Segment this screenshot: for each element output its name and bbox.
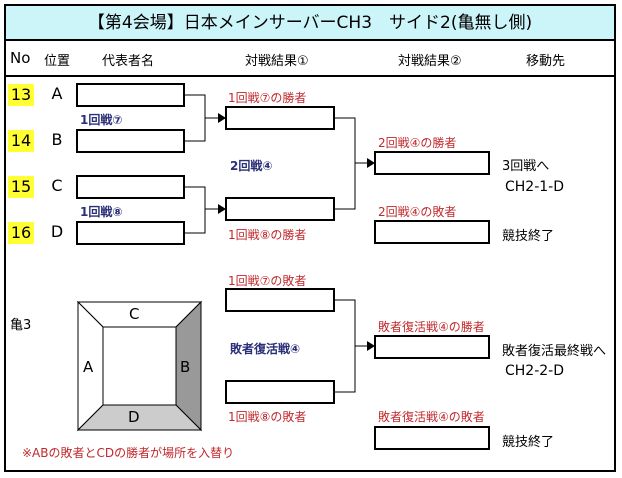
kame-side-c-label: C xyxy=(129,305,140,323)
arrow-icon xyxy=(218,204,226,214)
page-title: 【第4会場】日本メインサーバーCH3 サイド2(亀無し側) xyxy=(87,13,533,33)
entry-no-badge: 13 xyxy=(8,84,34,106)
representative-name-field-c[interactable] xyxy=(76,175,185,199)
header-divider xyxy=(6,75,614,77)
repechage-winner-field[interactable] xyxy=(374,335,490,359)
winner-field-2[interactable] xyxy=(225,197,335,221)
final-loser-label: 2回戦④の敗者 xyxy=(378,205,457,219)
repechage-winner-label: 敗者復活戦④の勝者 xyxy=(378,320,485,334)
connector-repechage xyxy=(335,299,356,393)
final-winner-field[interactable] xyxy=(374,151,490,175)
title-divider xyxy=(6,39,614,41)
entry-no-badge: 15 xyxy=(8,176,34,198)
entry-no-badge: 14 xyxy=(8,130,34,152)
winner-label-1: 1回戦⑦の勝者 xyxy=(228,91,307,105)
match-label-2: 1回戦⑧ xyxy=(80,205,123,219)
kame-side-d-label: D xyxy=(128,408,140,426)
arrow-icon xyxy=(367,158,375,168)
header-representative: 代表者名 xyxy=(102,54,155,69)
representative-name-field-b[interactable] xyxy=(76,129,185,153)
header-position: 位置 xyxy=(44,54,71,69)
repechage-field-1[interactable] xyxy=(225,288,335,312)
bracket-sheet xyxy=(4,4,616,472)
arrow-icon xyxy=(367,341,375,351)
header-result1: 対戦結果① xyxy=(245,54,309,69)
final-loser-field[interactable] xyxy=(374,220,490,244)
winner-destination-line2: CH2-1-D xyxy=(505,179,565,195)
repechage-winner-destination-line1: 敗者復活最終戦へ xyxy=(502,344,607,359)
loser-destination: 競技終了 xyxy=(502,229,555,244)
kame-side-b-label: B xyxy=(180,358,191,376)
repechage-loser-label: 敗者復活戦④の敗者 xyxy=(378,410,485,424)
entry-no-badge: 16 xyxy=(8,222,34,244)
winner-destination-line1: 3回戦へ xyxy=(502,159,550,174)
repechage-field-2[interactable] xyxy=(225,380,335,404)
title-band xyxy=(6,6,614,40)
header-no: No xyxy=(10,49,31,67)
entry-position: B xyxy=(51,130,63,149)
entry-position: A xyxy=(51,84,63,103)
round2-label: 2回戦④ xyxy=(230,159,273,173)
connector-match2 xyxy=(185,186,206,234)
winner-label-2: 1回戦⑧の勝者 xyxy=(228,228,307,242)
repechage-loser-field[interactable] xyxy=(374,426,490,450)
repechage-loser-destination: 競技終了 xyxy=(502,435,555,450)
representative-name-field-d[interactable] xyxy=(76,221,185,245)
representative-name-field-a[interactable] xyxy=(76,83,185,107)
match-label-1: 1回戦⑦ xyxy=(80,113,123,127)
kame-label: 亀3 xyxy=(10,318,32,333)
arrow-icon xyxy=(218,113,226,123)
repechage-loser2-label: 1回戦⑧の敗者 xyxy=(228,410,307,424)
repechage-loser1-label: 1回戦⑦の敗者 xyxy=(228,274,307,288)
connector-round2 xyxy=(335,117,356,210)
header-result2: 対戦結果② xyxy=(398,54,462,69)
repechage-match-label: 敗者復活戦④ xyxy=(230,342,301,356)
final-winner-label: 2回戦④の勝者 xyxy=(378,136,457,150)
repechage-winner-destination-line2: CH2-2-D xyxy=(505,363,565,379)
kame-side-a-label: A xyxy=(83,358,94,376)
kame-center xyxy=(102,326,177,406)
entry-position: C xyxy=(51,176,63,195)
winner-field-1[interactable] xyxy=(225,106,335,130)
entry-position: D xyxy=(50,222,64,241)
header-destination: 移動先 xyxy=(526,54,566,69)
connector-match1 xyxy=(185,94,206,142)
kame-note: ※ABの敗者とCDの勝者が場所を入替り xyxy=(22,446,235,460)
